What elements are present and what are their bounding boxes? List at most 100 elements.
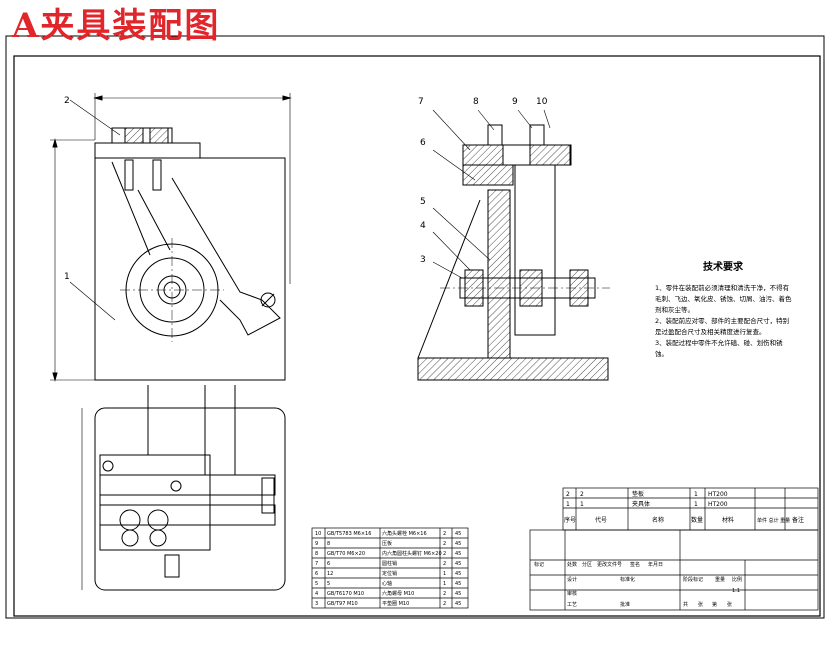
lower-row5-code: 12	[327, 571, 333, 577]
drawing-border	[5, 35, 825, 619]
lower-row1-mat: 45	[455, 531, 461, 537]
lower-row1-name: 六角头螺栓 M6×16	[382, 530, 427, 537]
lower-row1-qty: 2	[443, 531, 446, 537]
front-view	[50, 93, 292, 382]
lower-row2-num: 9	[315, 541, 318, 547]
lower-row6-mat: 45	[455, 581, 461, 587]
tb-sign: 签名	[630, 561, 640, 568]
callout-4: 4	[420, 221, 426, 231]
tb-weight: 重量	[715, 576, 725, 583]
lower-row5-name: 定位销	[382, 570, 397, 577]
tb-scale-value: 1:1	[732, 588, 740, 594]
lower-row4-name: 圆柱销	[382, 560, 397, 567]
tech-item-3: 3、装配过程中零件不允许磕、碰、划伤和锈蚀。	[655, 339, 783, 358]
lower-row4-qty: 2	[443, 561, 446, 567]
lower-row6-name: 心轴	[382, 580, 392, 587]
callout-6: 6	[420, 138, 426, 148]
side-section-view	[417, 109, 610, 381]
lower-row8-name: 平垫圈 M10	[382, 600, 409, 607]
tb-process: 工艺	[567, 602, 577, 608]
upper-row2-mat: HT200	[708, 501, 728, 508]
lower-row3-code: GB/T70 M6×20	[327, 551, 365, 557]
callout-9: 9	[512, 97, 518, 107]
lower-row4-code: 6	[327, 561, 330, 567]
lower-row3-num: 8	[315, 551, 318, 557]
callout-2-front: 2	[64, 96, 70, 106]
lower-row1-num: 10	[315, 531, 321, 537]
lower-row6-num: 5	[315, 581, 318, 587]
tb-review: 审核	[567, 590, 577, 597]
lower-row6-qty: 1	[443, 581, 446, 587]
callout-8: 8	[473, 97, 479, 107]
header-name: 名称	[652, 516, 664, 524]
callout-1-front: 1	[64, 272, 70, 282]
header-seq: 序号	[564, 516, 576, 524]
tb-scale: 比例	[732, 576, 742, 583]
parts-table-lower	[311, 527, 469, 609]
title-block	[529, 529, 819, 611]
tb-design: 设计	[567, 576, 577, 583]
lower-row2-code: 8	[327, 541, 330, 547]
tb-mark: 标记	[534, 561, 544, 568]
upper-row1-code: 2	[580, 491, 584, 498]
lower-row5-mat: 45	[455, 571, 461, 577]
lower-row7-name: 六角螺母 M10	[382, 590, 414, 597]
lower-row4-num: 7	[315, 561, 318, 567]
callout-5: 5	[420, 197, 426, 207]
tb-standard: 标准化	[620, 576, 635, 583]
lower-row2-name: 压板	[382, 540, 392, 547]
header-code: 代号	[595, 516, 607, 524]
header-weight: 单件 总计 重量	[757, 517, 790, 524]
tb-no: 第	[712, 601, 717, 608]
tb-count: 处数	[567, 561, 577, 568]
upper-row1-mat: HT200	[708, 491, 728, 498]
lower-row3-qty: 2	[443, 551, 446, 557]
lower-row8-code: GB/T97 M10	[327, 601, 358, 607]
tb-stage: 阶段标记	[683, 576, 703, 583]
header-qty: 数量	[691, 516, 703, 524]
tb-sheets: 张	[698, 601, 703, 608]
tb-change-doc: 更改文件号	[597, 561, 622, 568]
top-view	[81, 385, 286, 591]
lower-row2-qty: 2	[443, 541, 446, 547]
upper-row2-name: 夹具体	[632, 500, 650, 508]
upper-row2-code: 1	[580, 501, 584, 508]
tb-date: 年月日	[648, 561, 663, 568]
upper-row2-num: 1	[566, 501, 570, 508]
lower-row5-num: 6	[315, 571, 318, 577]
lower-row8-mat: 45	[455, 601, 461, 607]
lower-row7-num: 4	[315, 591, 318, 597]
lower-row2-mat: 45	[455, 541, 461, 547]
lower-row3-name: 内六角圆柱头螺钉 M6×20	[382, 550, 442, 557]
lower-row1-code: GB/T5783 M6×16	[327, 531, 371, 537]
technical-requirements: 技术要求 1、零件在装配前必须清理和清洗干净，不得有毛刺、飞边、氧化皮、锈蚀、切…	[655, 262, 795, 360]
tb-sheet: 张	[727, 601, 732, 608]
lower-row3-mat: 45	[455, 551, 461, 557]
callout-7: 7	[418, 97, 424, 107]
upper-row2-qty: 1	[694, 501, 698, 508]
upper-row1-qty: 1	[694, 491, 698, 498]
upper-row1-num: 2	[566, 491, 570, 498]
lower-row8-qty: 2	[443, 601, 446, 607]
callout-10: 10	[536, 97, 548, 107]
upper-row1-name: 垫板	[632, 490, 644, 498]
lower-row8-num: 3	[315, 601, 318, 607]
drawing-title: A夹具装配图	[12, 6, 221, 46]
header-material: 材料	[722, 516, 734, 524]
tech-heading: 技术要求	[703, 262, 743, 273]
tb-total: 共	[683, 601, 688, 608]
callout-3: 3	[420, 255, 426, 265]
tech-item-2: 2、装配前应对零、部件的主要配合尺寸，特别是过盈配合尺寸及相关精度进行复查。	[655, 317, 790, 336]
lower-row5-qty: 1	[443, 571, 446, 577]
lower-row7-qty: 2	[443, 591, 446, 597]
tech-item-1: 1、零件在装配前必须清理和清洗干净，不得有毛刺、飞边、氧化皮、锈蚀、切屑、油污、…	[655, 284, 792, 314]
lower-row7-code: GB/T6170 M10	[327, 591, 364, 597]
inner-frame	[13, 55, 821, 617]
header-remark: 备注	[792, 516, 804, 524]
lower-row7-mat: 45	[455, 591, 461, 597]
tb-approve: 批准	[620, 601, 630, 608]
lower-row6-code: 5	[327, 581, 330, 587]
tb-zone: 分区	[582, 561, 592, 568]
lower-row4-mat: 45	[455, 561, 461, 567]
